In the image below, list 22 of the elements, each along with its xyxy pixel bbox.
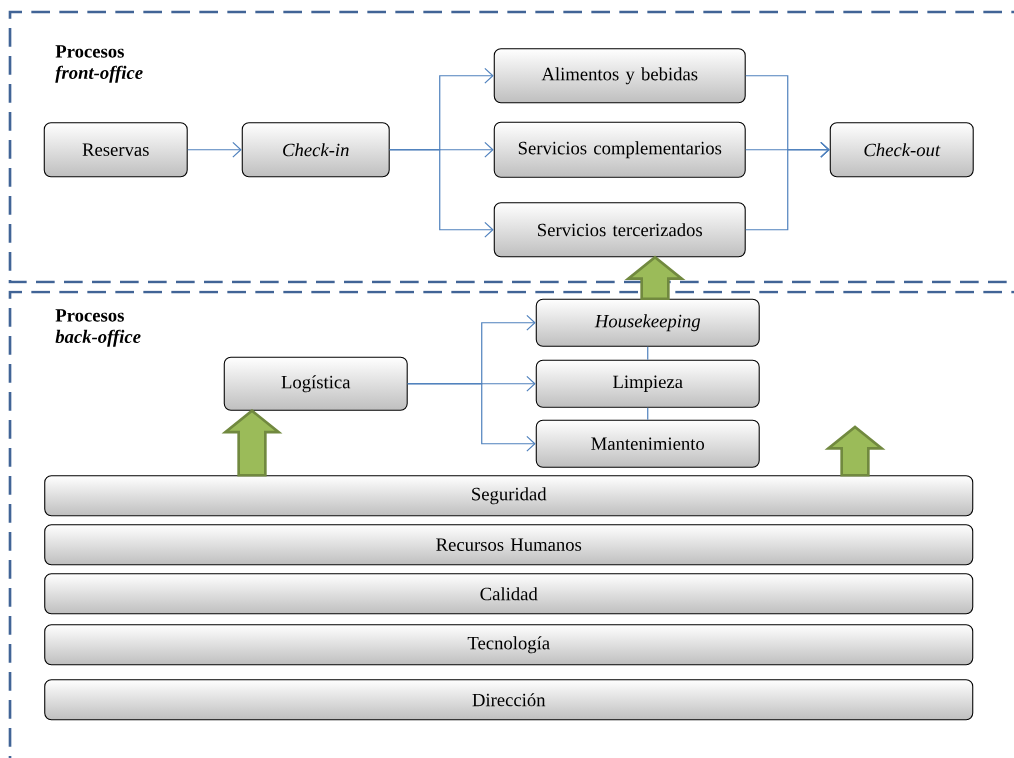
process-box: Servicios tercerizados	[493, 202, 746, 258]
process-box: Reservas	[43, 122, 188, 178]
process-box: Alimentos y bebidas	[493, 48, 746, 104]
process-box: Check-in	[241, 122, 390, 178]
arrow	[745, 141, 830, 231]
process-box: Logística	[223, 356, 408, 411]
block-arrow	[624, 255, 686, 301]
arrow	[407, 383, 536, 452]
process-box: Servicios complementarios	[493, 121, 746, 178]
layer-bar: Seguridad	[44, 475, 974, 517]
layer-bar: Dirección	[44, 679, 974, 721]
process-box: Housekeeping	[535, 298, 760, 347]
layer-bar: Calidad	[44, 573, 974, 615]
block-arrow	[221, 409, 283, 477]
layer-bar: Recursos Humanos	[44, 524, 974, 566]
arrow	[389, 149, 494, 238]
process-box: Mantenimiento	[535, 419, 760, 468]
layer-bar: Tecnología	[44, 624, 974, 666]
process-box: Limpieza	[535, 359, 760, 408]
arrow	[187, 141, 242, 158]
process-box: Check-out	[829, 122, 974, 178]
block-arrow	[824, 425, 886, 477]
